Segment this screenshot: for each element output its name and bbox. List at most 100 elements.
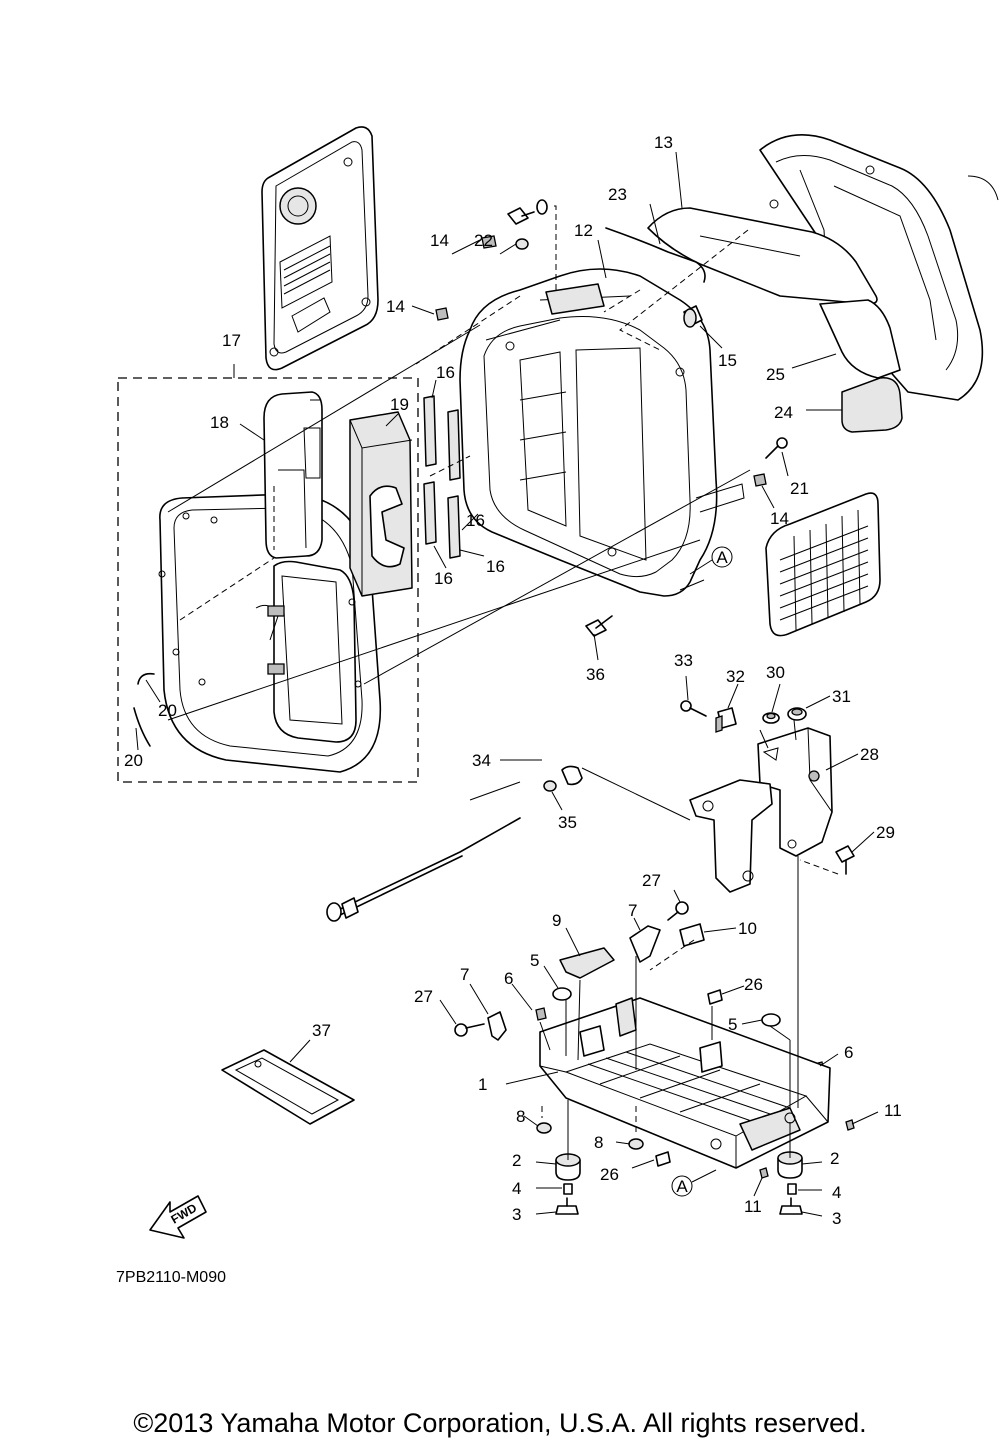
screw-washer-top (507, 199, 548, 225)
bracket-7-right (629, 925, 661, 963)
callout-28: 28 (860, 745, 879, 764)
front-panel-frame (158, 493, 382, 773)
callout-16: 16 (434, 569, 453, 588)
callout-34: 34 (472, 751, 491, 770)
bracket-7-left (487, 1011, 507, 1041)
ref-mark-a-top-circle (711, 546, 733, 568)
callout-14: 14 (430, 231, 449, 250)
grommet-5-right (761, 1013, 781, 1027)
collar-4-right (787, 1183, 797, 1195)
clip-11-bottom (759, 1167, 769, 1179)
cushion-8-center (628, 1138, 644, 1150)
bolt-3-right (779, 1197, 803, 1215)
vent-grille (765, 492, 881, 637)
callout-13: 13 (654, 133, 673, 152)
callout-3: 3 (832, 1209, 841, 1228)
bolt-3-left (555, 1197, 579, 1215)
callout-26: 26 (600, 1165, 619, 1184)
top-cover-13 (647, 207, 878, 305)
callout-27: 27 (642, 871, 661, 890)
grommet-30 (762, 712, 780, 724)
grommet-15 (683, 305, 703, 328)
bolt-27-right (667, 901, 689, 921)
callout-25: 25 (766, 365, 785, 384)
callout-8: 8 (594, 1133, 603, 1152)
callout-14: 14 (386, 297, 405, 316)
callout-7: 7 (628, 901, 637, 920)
callout-16: 16 (486, 557, 505, 576)
assembly-guide-lines (179, 205, 839, 1132)
bolt-33 (680, 700, 707, 717)
ref-mark-a-top: A (716, 548, 728, 567)
foam-panel-18 (263, 391, 323, 559)
callout-6: 6 (504, 969, 513, 988)
base-frame-1 (539, 997, 831, 1169)
callout-16: 16 (436, 363, 455, 382)
callout-8: 8 (516, 1107, 525, 1126)
callout-2: 2 (830, 1149, 839, 1168)
clamp-32 (715, 707, 737, 733)
callout-36: 36 (586, 665, 605, 684)
cushion-8-left (536, 1122, 552, 1134)
collar-4-left (563, 1183, 573, 1195)
bolt-27-left (454, 1023, 485, 1037)
callout-10: 10 (738, 919, 757, 938)
nut-26-top (707, 989, 723, 1005)
assembly-group-17-box (117, 377, 419, 783)
callout-26: 26 (744, 975, 763, 994)
callout-21: 21 (790, 479, 809, 498)
seal-strips-16 (423, 395, 461, 559)
diagram-code: 7PB2110-M090 (116, 1269, 226, 1286)
callout-31: 31 (832, 687, 851, 706)
callout-30: 30 (766, 663, 785, 682)
frame-cover-12 (459, 268, 745, 597)
clip-14c (753, 473, 767, 487)
callout-20: 20 (158, 701, 177, 720)
callout-18: 18 (210, 413, 229, 432)
clamp-10 (679, 923, 705, 947)
plate-9 (559, 947, 615, 979)
sponge-block-19 (349, 411, 413, 597)
callout-37: 37 (312, 1021, 331, 1040)
fwd-arrow-icon: FWD (149, 1195, 207, 1239)
rubber-foot-2-right (777, 1151, 803, 1179)
callout-numbers: 1 2 2 3 3 4 4 5 5 6 6 7 7 8 8 9 10 11 11… (124, 133, 902, 1228)
callout-19: 19 (390, 395, 409, 414)
cord-23 (605, 227, 706, 283)
clip-20a (137, 672, 155, 685)
bolt-29 (835, 845, 855, 875)
callout-20: 20 (124, 751, 143, 770)
screw-21 (765, 437, 788, 459)
nut-35 (543, 780, 557, 792)
callout-29: 29 (876, 823, 895, 842)
grommet-5-left (552, 987, 572, 1001)
callout-leaders (135, 151, 879, 1217)
ref-mark-a-bottom: A (676, 1177, 688, 1196)
clip-20b (133, 707, 151, 747)
ref-mark-a-bottom-circle (671, 1175, 693, 1197)
clip-14b (435, 307, 449, 321)
callout-23: 23 (608, 185, 627, 204)
callout-24: 24 (774, 403, 793, 422)
callout-4: 4 (512, 1179, 521, 1198)
nut-26-bottom (655, 1151, 671, 1167)
callout-22: 22 (474, 231, 493, 250)
cap-31 (787, 707, 807, 721)
bolt-36 (585, 615, 613, 637)
callout-1: 1 (478, 1075, 487, 1094)
mat-37 (221, 1049, 355, 1125)
callout-11: 11 (744, 1197, 762, 1216)
clip-14a (481, 235, 497, 249)
nut-22 (515, 238, 529, 250)
callout-15: 15 (718, 351, 737, 370)
plate-24 (841, 377, 903, 433)
callout-27: 27 (414, 987, 433, 1006)
callout-32: 32 (726, 667, 745, 686)
side-cover-panel (261, 126, 379, 371)
callout-5: 5 (728, 1015, 737, 1034)
callout-5: 5 (530, 951, 539, 970)
callout-7: 7 (460, 965, 469, 984)
bracket-28 (689, 727, 833, 893)
assembly-lines (167, 319, 799, 1160)
